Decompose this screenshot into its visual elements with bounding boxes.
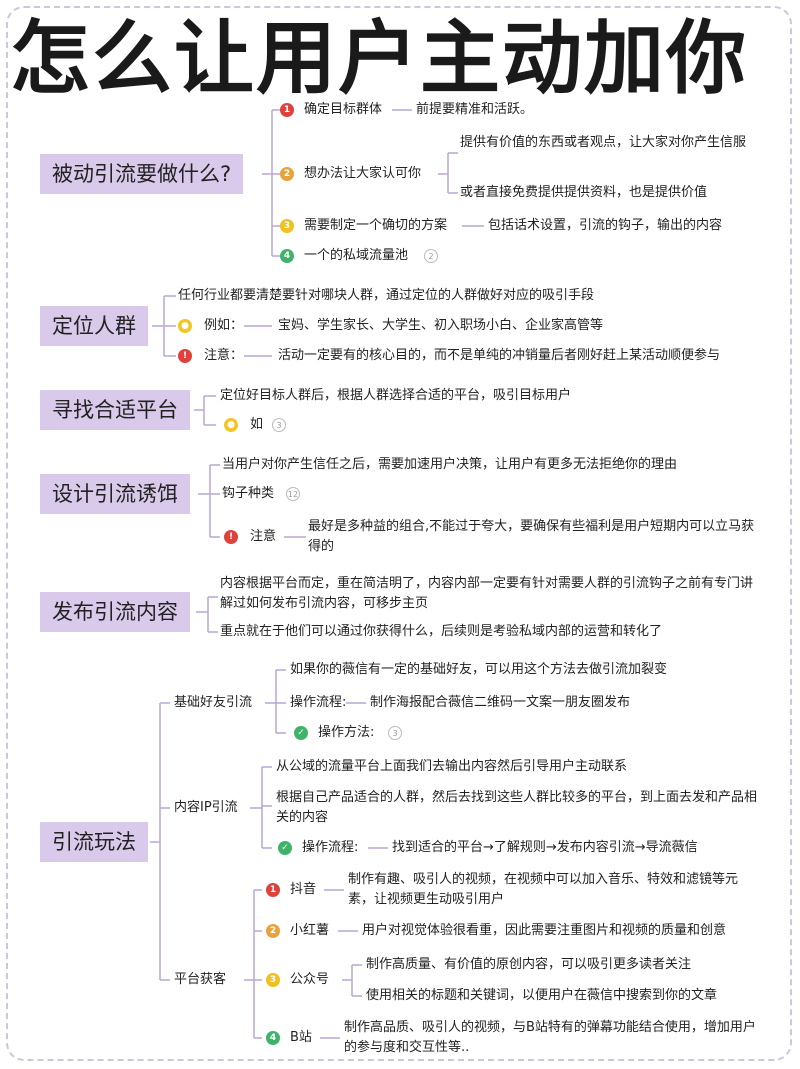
s4-note-label: 注意 [250,529,277,544]
s1-item-1-detail: 前提要精准和活跃。 [416,102,534,117]
s5-detail-1: 内容根据平台而定，重在简洁明了，内容内部一定要有针对需要人群的引流钩子之前有专门… [220,576,754,611]
number-2-icon: 2 [266,924,280,938]
number-2-icon: 2 [280,167,294,181]
s6-b2-detail-2: 根据自己产品适合的人群，然后去找到这些人群比较多的平台，到上面去发和产品相关的内… [276,790,758,825]
collapsed-count-badge[interactable]: 3 [388,726,402,740]
s6-branch-platform: 平台获客 [174,972,227,987]
s4-detail: 当用户对你产生信任之后，需要加速用户决策，让用户有更多无法拒绝你的理由 [222,457,678,472]
s6-b1-method: 操作方法: [318,725,375,740]
s6-b1-flow-label: 操作流程: [290,695,347,710]
platform-bilibili: B站 [290,1030,312,1045]
s4-note: 最好是多种益的组合,不能过于夸大，要确保有些福利是用户短期内可以立马获得的 [308,519,755,554]
s1-item-2-detail-1: 提供有价值的东西或者观点，让大家对你产生信服 [460,135,747,150]
s1-item-4: 一个的私域流量池 [304,248,409,263]
platform-xiaohongshu-detail: 用户对视觉体验很看重，因此需要注重图片和视频的质量和创意 [362,923,727,938]
category-find-platform: 寻找合适平台 [40,390,190,430]
platform-bilibili-detail: 制作高品质、吸引人的视频，与B站特有的弹幕功能结合使用，增加用户的参与度和交互性… [344,1020,756,1055]
s2-example: 宝妈、学生家长、大学生、初入职场小白、企业家高管等 [278,318,604,333]
s1-item-3-detail: 包括话术设置，引流的钩子，输出的内容 [488,218,723,233]
page-title: 怎么让用户主动加你 [10,12,748,105]
s1-item-1: 确定目标群体 [304,102,383,117]
s6-b2-flow: 找到适合的平台→了解规则→发布内容引流→导流薇信 [392,840,698,855]
platform-douyin-detail: 制作有趣、吸引人的视频，在视频中可以加入音乐、特效和滤镜等元素，让视频更生动吸引… [348,872,739,907]
category-traffic-methods: 引流玩法 [40,822,148,862]
platform-official-account-detail-1: 制作高质量、有价值的原创内容，可以吸引更多读者关注 [366,957,692,972]
category-passive-traffic: 被动引流要做什么? [40,154,244,194]
s3-example: 如 [250,417,264,432]
category-target-audience: 定位人群 [40,306,148,346]
warning-icon: ! [178,349,192,363]
page-frame [6,6,792,1061]
lightbulb-icon: ● [224,418,238,432]
s2-note-label: 注意： [204,348,244,363]
number-1-icon: 1 [280,103,294,117]
platform-xiaohongshu: 小红薯 [290,923,330,938]
s1-item-2: 想办法让大家认可你 [304,166,422,181]
number-4-icon: 4 [266,1031,280,1045]
number-4-icon: 4 [280,249,294,263]
collapsed-count-badge[interactable]: 2 [424,249,438,263]
s3-detail: 定位好目标人群后，根据人群选择合适的平台，吸引目标用户 [220,388,572,403]
category-design-bait: 设计引流诱饵 [40,474,190,514]
s6-branch-content-ip: 内容IP引流 [174,800,238,815]
s6-b2-detail-1: 从公域的流量平台上面我们去输出内容然后引导用户主动联系 [276,759,628,774]
collapsed-count-badge[interactable]: 12 [286,487,300,501]
s6-branch-basic-friends: 基础好友引流 [174,695,253,710]
s1-item-2-detail-2: 或者直接免费提供提供资料，也是提供价值 [460,185,708,200]
check-icon: ✓ [294,726,308,740]
number-1-icon: 1 [266,883,280,897]
s4-hook-types: 钩子种类 [222,486,275,501]
s5-detail-2: 重点就在于他们可以通过你获得什么，后续则是考验私域内部的运营和转化了 [220,624,663,639]
s6-b1-flow: 制作海报配合薇信二维码一文案一朋友圈发布 [370,695,631,710]
platform-official-account: 公众号 [290,972,330,987]
s1-item-3: 需要制定一个确切的方案 [304,218,448,233]
warning-icon: ! [224,530,238,544]
s2-note: 活动一定要有的核心目的，而不是单纯的冲销量后者刚好赶上某活动顺便参与 [278,348,721,363]
number-3-icon: 3 [266,973,280,987]
s6-b2-flow-label: 操作流程: [302,840,359,855]
s2-example-label: 例如： [204,318,244,333]
number-3-icon: 3 [280,219,294,233]
check-icon: ✓ [278,841,292,855]
s2-detail: 任何行业都要清楚要针对哪块人群，通过定位的人群做好对应的吸引手段 [178,288,595,303]
collapsed-count-badge[interactable]: 3 [272,418,286,432]
category-publish-content: 发布引流内容 [40,592,190,632]
platform-douyin: 抖音 [290,882,317,897]
s6-b1-detail: 如果你的薇信有一定的基础好友，可以用这个方法去做引流加裂变 [290,662,668,677]
platform-official-account-detail-2: 使用相关的标题和关键词，以便用户在薇信中搜索到你的文章 [366,988,718,1003]
lightbulb-icon: ● [178,319,192,333]
